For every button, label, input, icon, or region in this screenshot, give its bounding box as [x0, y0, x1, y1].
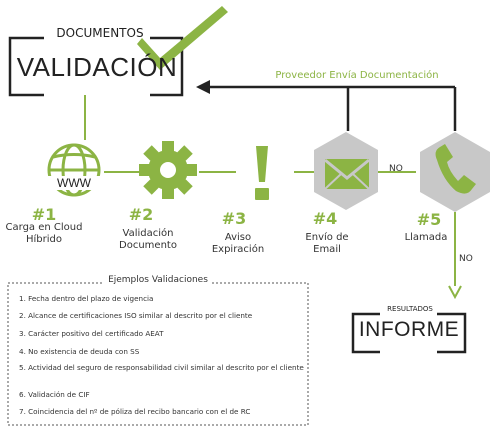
envelope-icon [324, 158, 370, 190]
step-4-label: Envío de Email [305, 232, 349, 255]
step-3-number: #3 [221, 209, 247, 228]
step-5-number: #5 [416, 210, 442, 229]
step-5-label: Llamada [404, 232, 448, 243]
feedback-arrow-head [196, 80, 210, 94]
gear-icon [139, 141, 197, 199]
example-item-5: 5. Actividad del seguro de responsabilid… [19, 363, 304, 372]
step-3-label: Aviso Expiración [211, 232, 265, 255]
result-arrow-head [448, 285, 462, 300]
feedback-label: Proveedor Envía Documentación [275, 70, 439, 81]
example-item-7: 7. Coincidencia del nº de póliza del rec… [19, 407, 251, 416]
step-2-label: Validación Documento [119, 228, 177, 251]
examples-title-text: Ejemplos Validaciones [104, 275, 212, 285]
example-item-2: 2. Alcance de certificaciones ISO simila… [19, 311, 253, 320]
validacion-title: VALIDACIÓN [16, 52, 178, 82]
step-1-number: #1 [31, 205, 57, 224]
www-text: WWW [44, 176, 104, 190]
example-item-1: 1. Fecha dentro del plazo de vigencia [19, 294, 154, 303]
step-1-label: Carga en Cloud Híbrido [5, 222, 83, 245]
documentos-subtitle: DOCUMENTOS [56, 26, 144, 40]
example-item-6: 6. Validación de CIF [19, 390, 90, 399]
no-label-step5: NO [459, 254, 473, 264]
hexagon-step-5 [420, 132, 490, 212]
validacion-bracket [8, 36, 184, 97]
informe-title: INFORME [358, 318, 460, 341]
step-2-number: #2 [128, 205, 154, 224]
resultados-subtitle: RESULTADOS [387, 305, 433, 313]
checkmark-icon [137, 6, 228, 70]
no-label-step4: NO [389, 164, 403, 174]
informe-bracket [351, 312, 467, 354]
step-4-number: #4 [312, 209, 338, 228]
exclamation-icon [255, 146, 269, 200]
examples-title: Ejemplos Validaciones [8, 275, 308, 285]
example-item-3: 3. Carácter positivo del certificado AEA… [19, 329, 164, 338]
example-item-4: 4. No existencia de deuda con SS [19, 347, 140, 356]
phone-icon [435, 144, 476, 194]
feedback-loop [208, 85, 457, 131]
